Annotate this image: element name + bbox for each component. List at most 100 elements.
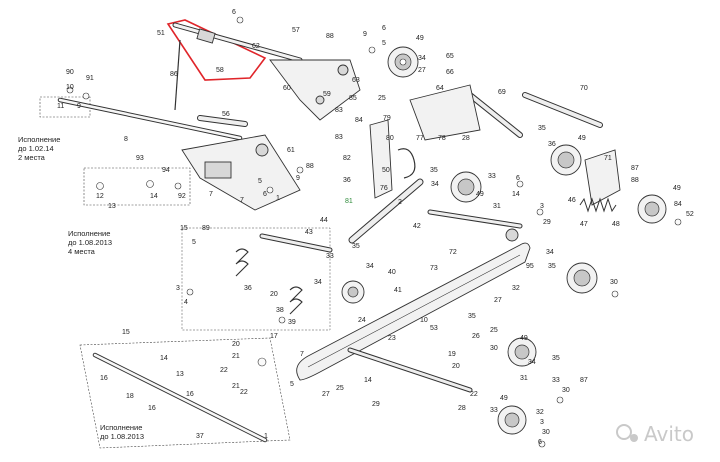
part-label-l2: 2 [398, 199, 402, 206]
part-label-l14a: 14 [150, 193, 158, 200]
part-label-l70: 70 [580, 85, 588, 92]
note-n2-line1: Исполнение [68, 229, 110, 238]
part-label-l81: 81 [345, 198, 353, 205]
part-label-l49d: 49 [673, 185, 681, 192]
part-label-l7b: 7 [240, 197, 244, 204]
part-label-l30d: 30 [542, 429, 550, 436]
note-n3-line1: Исполнение [100, 423, 142, 432]
part-label-l77: 77 [416, 135, 424, 142]
part-label-l62: 62 [252, 43, 260, 50]
part-label-l91: 91 [86, 75, 94, 82]
part-label-l58: 58 [216, 67, 224, 74]
part-label-l25: 25 [378, 95, 386, 102]
part-label-l15a: 15 [180, 225, 188, 232]
part-label-l7c: 7 [300, 351, 304, 358]
part-label-l5d: 5 [290, 381, 294, 388]
part-label-l86: 86 [170, 71, 178, 78]
part-label-l69: 69 [498, 89, 506, 96]
part-label-l42: 42 [413, 223, 421, 230]
part-label-l22c: 22 [470, 391, 478, 398]
part-label-l49b: 49 [578, 135, 586, 142]
part-label-l21a: 21 [232, 353, 240, 360]
part-label-l25c: 25 [336, 385, 344, 392]
part-label-l79: 79 [383, 115, 391, 122]
watermark-text: Avito [644, 422, 694, 446]
part-label-l49e: 49 [520, 335, 528, 342]
part-label-l20c: 20 [452, 363, 460, 370]
part-label-l14b: 14 [512, 191, 520, 198]
part-label-l34f: 34 [528, 359, 536, 366]
part-label-l49a: 49 [416, 35, 424, 42]
part-label-l27a: 27 [418, 67, 426, 74]
part-label-l33b: 33 [326, 253, 334, 260]
part-label-l76: 76 [380, 185, 388, 192]
part-label-l31: 31 [493, 203, 501, 210]
part-label-l16c: 16 [186, 391, 194, 398]
note-n1-line2: до 1.02.14 [18, 144, 54, 153]
part-label-l36b: 36 [343, 177, 351, 184]
part-label-l6b: 6 [382, 25, 386, 32]
part-label-l32a: 32 [512, 285, 520, 292]
part-label-l88b: 88 [631, 177, 639, 184]
part-label-l80: 80 [386, 135, 394, 142]
part-label-l28b: 28 [458, 405, 466, 412]
part-label-l93: 93 [136, 155, 144, 162]
part-label-l43: 43 [305, 229, 313, 236]
part-label-l8: 8 [124, 136, 128, 143]
note-n1-line1: Исполнение [18, 135, 60, 144]
part-label-l53: 53 [430, 325, 438, 332]
part-label-l10b: 10 [420, 317, 428, 324]
part-label-l92: 92 [178, 193, 186, 200]
part-label-l60: 60 [283, 85, 291, 92]
part-label-l9a: 9 [363, 31, 367, 38]
part-label-l3b: 3 [176, 285, 180, 292]
part-label-l73: 73 [430, 265, 438, 272]
part-label-l83b: 83 [335, 134, 343, 141]
part-label-l47: 47 [580, 221, 588, 228]
part-label-l56: 56 [222, 111, 230, 118]
part-label-l30b: 30 [490, 345, 498, 352]
part-label-l90: 90 [66, 69, 74, 76]
part-label-l1: 1 [276, 195, 280, 202]
part-label-l63: 63 [352, 77, 360, 84]
part-label-l65: 65 [446, 53, 454, 60]
part-label-l36: 36 [548, 141, 556, 148]
part-label-l78: 78 [438, 135, 446, 142]
part-label-l6a: 6 [232, 9, 236, 16]
part-label-l10: 10 [66, 84, 74, 91]
part-label-l66: 66 [446, 69, 454, 76]
part-label-l95: 95 [526, 263, 534, 270]
part-label-l40: 40 [388, 269, 396, 276]
part-label-l5c: 5 [192, 239, 196, 246]
part-label-l88a: 88 [326, 33, 334, 40]
part-label-l64: 64 [436, 85, 444, 92]
part-label-l34b: 34 [431, 181, 439, 188]
part-label-l12: 12 [96, 193, 104, 200]
part-label-l30a: 30 [610, 279, 618, 286]
part-label-l49c: 49 [476, 191, 484, 198]
part-label-l16a: 16 [100, 375, 108, 382]
part-label-l6e: 6 [538, 439, 542, 446]
part-label-l18: 18 [126, 393, 134, 400]
part-label-l38: 38 [276, 307, 284, 314]
watermark: Avito [616, 422, 694, 446]
part-label-l57: 57 [292, 27, 300, 34]
part-label-l33c: 33 [552, 377, 560, 384]
part-label-l36c: 36 [244, 285, 252, 292]
part-label-l39: 39 [288, 319, 296, 326]
part-label-l34a: 34 [418, 55, 426, 62]
part-label-l71: 71 [604, 155, 612, 162]
part-label-l41: 41 [394, 287, 402, 294]
part-label-l29: 29 [543, 219, 551, 226]
part-label-l72: 72 [449, 249, 457, 256]
part-label-l84: 84 [355, 117, 363, 124]
part-label-l3a: 3 [540, 203, 544, 210]
note-n2-line3: 4 места [68, 247, 96, 256]
part-label-l19: 19 [448, 351, 456, 358]
part-label-l29b: 29 [372, 401, 380, 408]
part-label-l11: 11 [57, 103, 64, 110]
part-label-l6c: 6 [263, 191, 267, 198]
part-label-l5a: 5 [382, 40, 386, 47]
part-label-l1b: 1 [264, 433, 268, 440]
